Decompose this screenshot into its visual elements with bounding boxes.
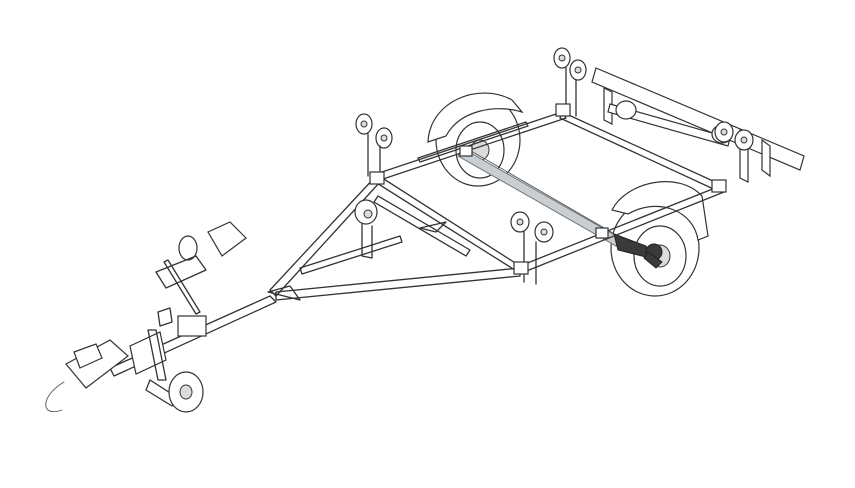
rear-transom-bar bbox=[591, 67, 805, 183]
winch-post bbox=[155, 221, 247, 337]
center-keel-roller bbox=[354, 199, 378, 259]
coupling-hitch bbox=[45, 331, 167, 413]
roller-set-near-front bbox=[510, 211, 554, 285]
roller-set-far-rear bbox=[553, 47, 587, 117]
jockey-wheel bbox=[145, 307, 204, 413]
frame-brackets bbox=[369, 103, 727, 275]
drawbar-a-frame bbox=[109, 175, 521, 377]
near-right-fender bbox=[611, 181, 709, 241]
wheel-hub-highlight bbox=[613, 233, 663, 269]
roller-set-far-front bbox=[355, 113, 393, 183]
roller-set-near-rear bbox=[714, 121, 754, 151]
rear-right-fender bbox=[427, 92, 524, 143]
